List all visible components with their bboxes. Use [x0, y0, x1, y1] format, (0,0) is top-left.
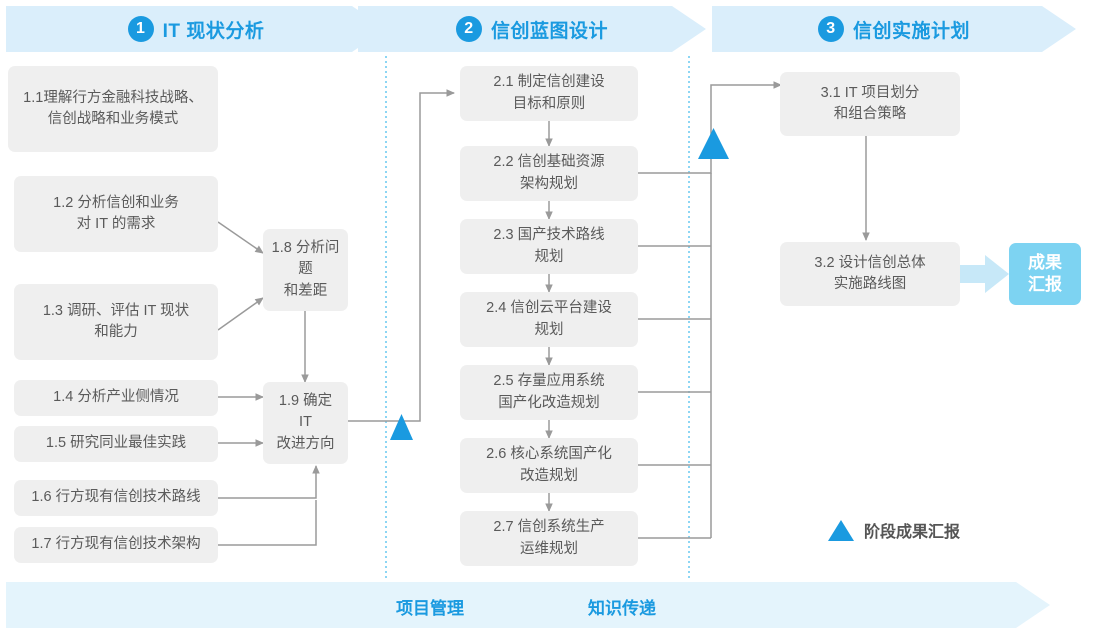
node-1-6[interactable]: 1.6 行方现有信创技术路线	[14, 480, 218, 516]
node-1-5[interactable]: 1.5 研究同业最佳实践	[14, 426, 218, 462]
node-2-5[interactable]: 2.5 存量应用系统 国产化改造规划	[460, 365, 638, 420]
phase-2-number: 2	[455, 16, 482, 42]
legend-milestone: 阶段成果汇报	[828, 518, 960, 542]
node-2-2[interactable]: 2.2 信创基础资源 架构规划	[460, 146, 638, 201]
result-badge[interactable]: 成果 汇报	[1009, 243, 1081, 305]
node-1-1[interactable]: 1.1理解行方金融科技战略、 信创战略和业务模式	[8, 66, 218, 152]
footer-label-project-management[interactable]: 项目管理	[396, 599, 464, 618]
edge-1_9-to-2_1	[348, 89, 456, 422]
node-2-1[interactable]: 2.1 制定信创建设 目标和原则	[460, 66, 638, 121]
footer-label-knowledge-transfer[interactable]: 知识传递	[588, 599, 656, 618]
phase-2-label: 2 信创蓝图设计	[358, 6, 706, 52]
edge-1_2-to-1_8	[217, 221, 264, 254]
fat-right-arrow-icon	[957, 255, 1009, 293]
phase-banner-3[interactable]: 3 信创实施计划	[712, 6, 1076, 52]
node-2-4[interactable]: 2.4 信创云平台建设 规划	[460, 292, 638, 347]
edge-phase2-bus-to-3_1	[638, 81, 783, 174]
node-2-7[interactable]: 2.7 信创系统生产 运维规划	[460, 511, 638, 566]
phase-1-label: 1 IT 现状分析	[6, 6, 386, 52]
blue-triangle-icon	[828, 519, 854, 541]
phase-3-title: 信创实施计划	[852, 20, 970, 42]
footer-band-shape	[6, 582, 1050, 628]
node-1-9[interactable]: 1.9 确定 IT 改进方向	[263, 382, 348, 464]
phase-1-number: 1	[127, 16, 154, 42]
node-3-2[interactable]: 3.2 设计信创总体 实施路线图	[780, 242, 960, 306]
node-2-3[interactable]: 2.3 国产技术路线 规划	[460, 219, 638, 274]
phase-banner-2[interactable]: 2 信创蓝图设计	[358, 6, 706, 52]
phase-3-number: 3	[817, 16, 844, 42]
node-1-4[interactable]: 1.4 分析产业侧情况	[14, 380, 218, 416]
milestone-phase2	[698, 128, 729, 159]
phase-3-label: 3 信创实施计划	[712, 6, 1076, 52]
phase-banner-1[interactable]: 1 IT 现状分析	[6, 6, 386, 52]
milestone-phase1	[390, 414, 413, 440]
phase-1-title: IT 现状分析	[162, 20, 265, 42]
node-1-2[interactable]: 1.2 分析信创和业务 对 IT 的需求	[14, 176, 218, 252]
node-1-3[interactable]: 1.3 调研、评估 IT 现状 和能力	[14, 284, 218, 360]
node-1-7[interactable]: 1.7 行方现有信创技术架构	[14, 527, 218, 563]
node-3-1[interactable]: 3.1 IT 项目划分 和组合策略	[780, 72, 960, 136]
phase-2-title: 信创蓝图设计	[490, 20, 608, 42]
phase-banner-shapes	[6, 6, 1076, 52]
edge-1_7-to-1_9	[218, 500, 317, 546]
edge-1_3-to-1_8	[217, 297, 264, 331]
node-2-6[interactable]: 2.6 核心系统国产化 改造规划	[460, 438, 638, 493]
node-1-8[interactable]: 1.8 分析问题 和差距	[263, 229, 348, 311]
legend-label: 阶段成果汇报	[864, 524, 961, 541]
edge-1_6-to-1_9	[218, 464, 320, 499]
